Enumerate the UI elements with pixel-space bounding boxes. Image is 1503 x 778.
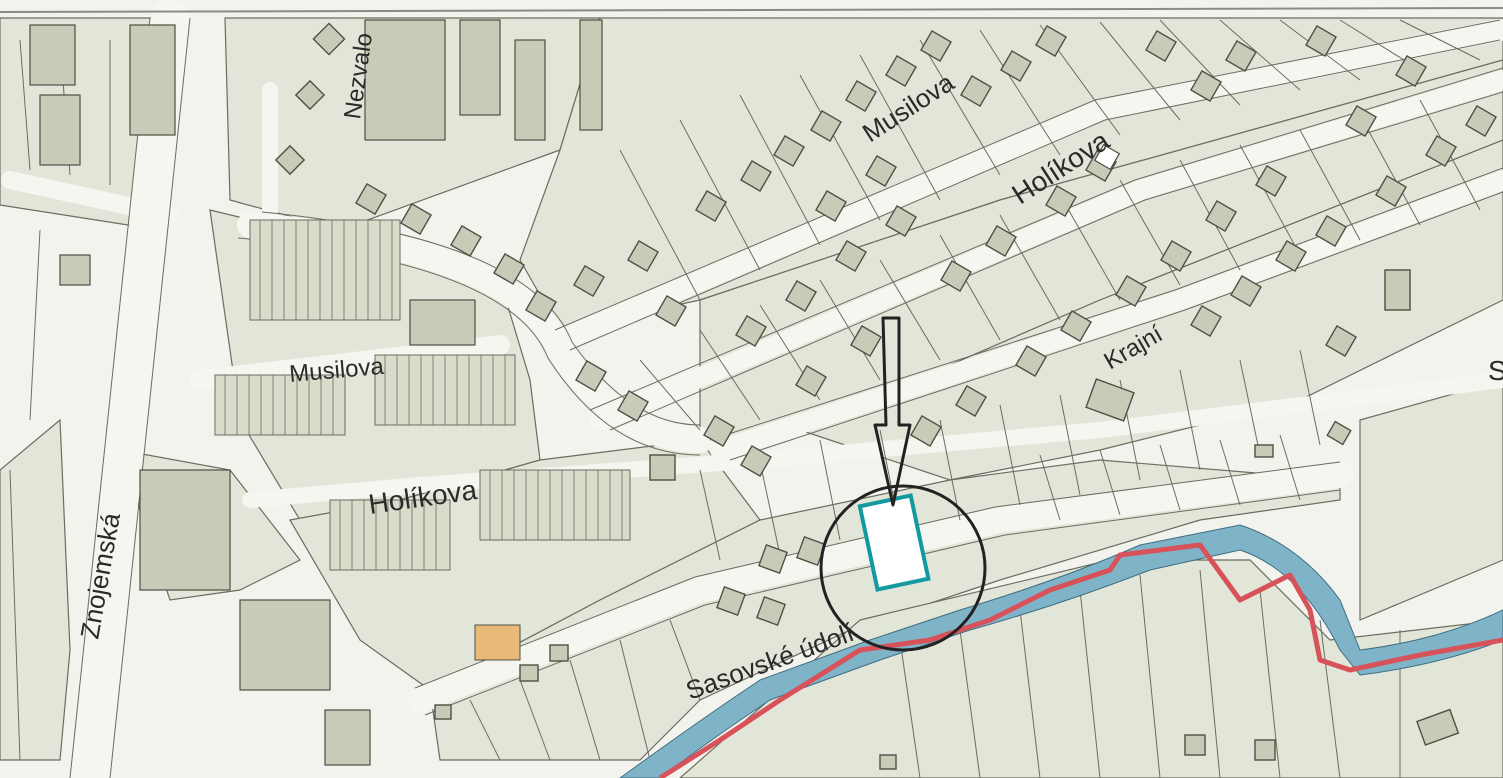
stream (619, 524, 1503, 778)
garage-hatching (224, 20, 623, 570)
location-circle-icon (819, 484, 987, 652)
down-arrow-icon (873, 316, 912, 507)
large-buildings (29, 19, 603, 766)
top-border (0, 7, 1503, 13)
road-edges (69, 17, 1503, 778)
parcel-lines (9, 19, 1481, 778)
street-label-edge-s: S (1488, 355, 1503, 386)
highlighted-parcel (857, 493, 931, 592)
boundary-line (658, 542, 1503, 778)
orange-building (474, 624, 521, 661)
white-house (1093, 143, 1121, 171)
houses (274, 22, 1497, 770)
